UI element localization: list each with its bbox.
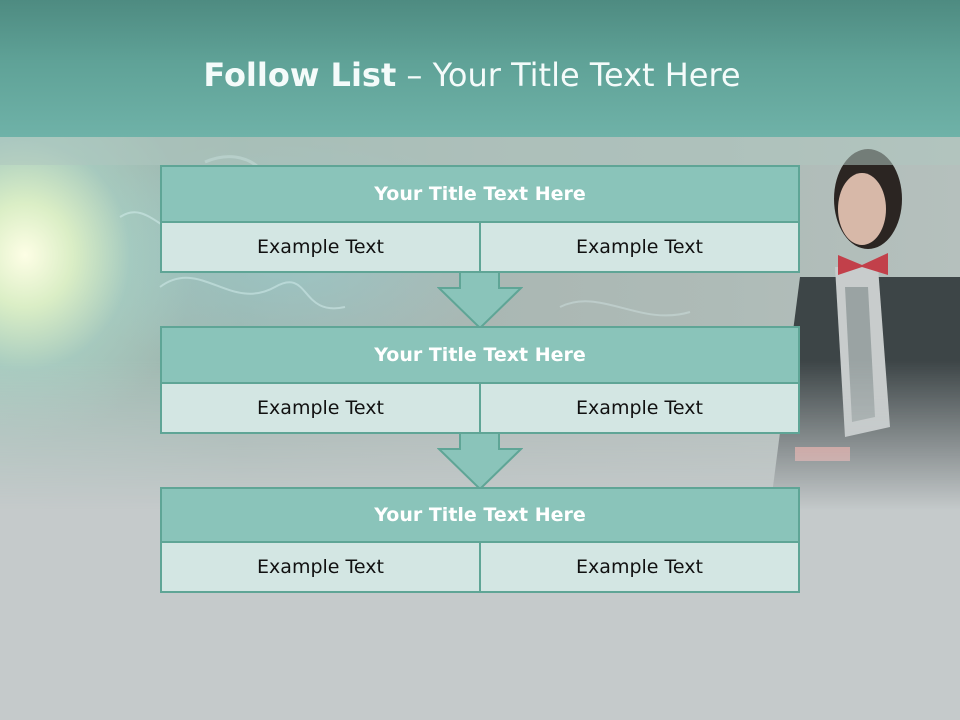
- photo-band: [0, 137, 960, 165]
- step-text-left: Example Text: [160, 382, 481, 434]
- step-text-left: Example Text: [160, 541, 481, 593]
- step-text-right: Example Text: [479, 221, 800, 273]
- magician-image: [119, 149, 960, 510]
- slide-title: Follow List – Your Title Text Here: [0, 52, 944, 98]
- down-arrow-icon: [437, 270, 523, 330]
- step-text-right: Example Text: [479, 541, 800, 593]
- step-title: Your Title Text Here: [160, 326, 800, 384]
- title-bar: [0, 0, 960, 137]
- title-bold: Follow List: [203, 56, 397, 94]
- down-arrow-icon: [437, 431, 523, 491]
- title-rest: – Your Title Text Here: [406, 56, 741, 94]
- step-text-left: Example Text: [160, 221, 481, 273]
- step-title: Your Title Text Here: [160, 165, 800, 223]
- step-title: Your Title Text Here: [160, 487, 800, 543]
- step-text-right: Example Text: [479, 382, 800, 434]
